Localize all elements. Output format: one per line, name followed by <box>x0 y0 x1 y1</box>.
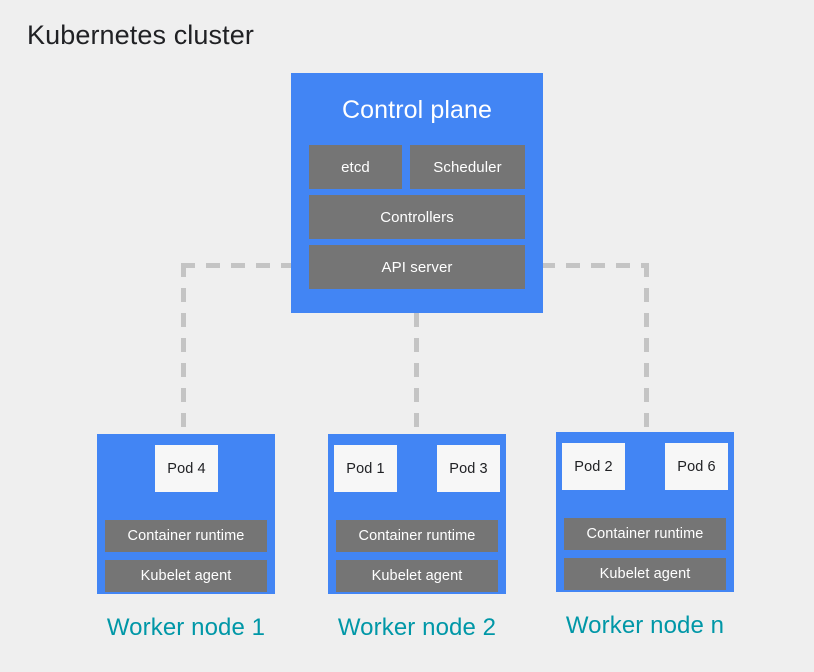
connector-api-to-noden-vertical <box>644 263 649 433</box>
worker-node-2-label: Worker node 2 <box>337 614 497 641</box>
worker-node-1-container-runtime: Container runtime <box>105 520 267 552</box>
control-plane-component-controllers: Controllers <box>309 195 525 239</box>
connector-api-to-node1-horizontal <box>181 263 293 268</box>
pod-box: Pod 3 <box>437 445 500 492</box>
worker-node-2-container-runtime: Container runtime <box>336 520 498 552</box>
connector-api-to-noden-horizontal <box>541 263 649 268</box>
worker-node-2-box: Pod 1 Pod 3 Container runtime Kubelet ag… <box>328 434 506 594</box>
worker-node-1-kubelet-agent: Kubelet agent <box>105 560 267 592</box>
control-plane-title: Control plane <box>341 96 492 124</box>
worker-node-1-label: Worker node 1 <box>106 614 266 641</box>
pod-box: Pod 6 <box>665 443 728 490</box>
worker-node-2-kubelet-agent: Kubelet agent <box>336 560 498 592</box>
worker-node-n-label: Worker node n <box>565 612 725 639</box>
connector-api-to-node2-vertical <box>414 313 419 435</box>
control-plane-component-scheduler: Scheduler <box>410 145 525 189</box>
worker-node-n-kubelet-agent: Kubelet agent <box>564 558 726 590</box>
control-plane-component-etcd: etcd <box>309 145 402 189</box>
connector-api-to-node1-vertical <box>181 263 186 435</box>
pod-box: Pod 2 <box>562 443 625 490</box>
pod-box: Pod 1 <box>334 445 397 492</box>
page-title: Kubernetes cluster <box>27 20 254 50</box>
worker-node-n-container-runtime: Container runtime <box>564 518 726 550</box>
worker-node-n-box: Pod 2 Pod 6 Container runtime Kubelet ag… <box>556 432 734 592</box>
control-plane-component-api-server: API server <box>309 245 525 289</box>
worker-node-1-box: Pod 4 Container runtime Kubelet agent <box>97 434 275 594</box>
control-plane-box: Control plane etcd Scheduler Controllers… <box>291 73 543 313</box>
pod-box: Pod 4 <box>155 445 218 492</box>
